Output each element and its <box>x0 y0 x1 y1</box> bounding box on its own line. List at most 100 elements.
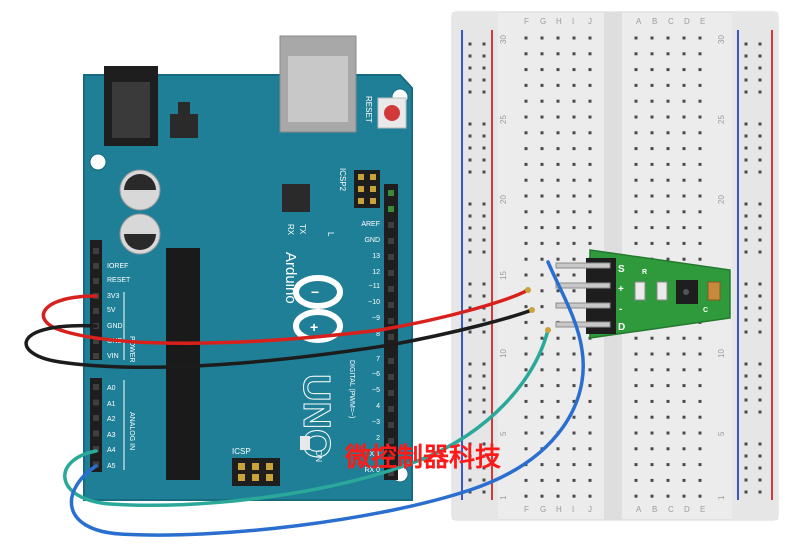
rail-hole <box>482 442 486 446</box>
col-letter-top-i: I <box>572 17 574 26</box>
rail-hole <box>468 330 472 334</box>
rail-hole <box>468 202 472 206</box>
rail-hole <box>482 330 486 334</box>
breadboard-hole <box>556 289 560 293</box>
breadboard-hole <box>698 494 702 498</box>
watermark-text: 微控制器科技 <box>344 442 501 473</box>
breadboard-hole <box>698 210 702 214</box>
rail-hole <box>482 238 486 242</box>
breadboard-hole <box>572 99 576 103</box>
rail-hole <box>758 42 762 46</box>
breadboard-hole <box>524 241 528 245</box>
module-resistor <box>656 281 668 301</box>
breadboard-hole <box>634 194 638 198</box>
breadboard-hole <box>524 320 528 324</box>
breadboard-hole <box>556 257 560 261</box>
header-pin-hole <box>388 286 394 292</box>
breadboard-hole <box>524 399 528 403</box>
breadboard-hole <box>540 352 544 356</box>
breadboard-hole <box>650 447 654 451</box>
reset-label: RESET <box>364 96 373 123</box>
pin-label-a4: A4 <box>107 447 116 454</box>
rail-hole <box>758 66 762 70</box>
header-pin-hole <box>388 302 394 308</box>
breadboard-hole <box>572 352 576 356</box>
breadboard-hole <box>524 384 528 388</box>
row-num-25-left: 25 <box>499 115 508 124</box>
breadboard-hole <box>650 431 654 435</box>
breadboard-hole <box>634 52 638 56</box>
breadboard-hole <box>524 305 528 309</box>
header-pin-hole <box>388 358 394 364</box>
rail-hole <box>758 478 762 482</box>
rail-hole <box>482 362 486 366</box>
rail-hole <box>744 238 748 242</box>
rail-hole <box>468 454 472 458</box>
pin-label-vin: VIN <box>107 353 119 360</box>
module-pin-label-d: D <box>618 322 625 333</box>
breadboard-hole <box>572 336 576 340</box>
rail-hole <box>744 374 748 378</box>
breadboard-hole <box>682 494 686 498</box>
breadboard-hole <box>634 463 638 467</box>
row-num-5-left: 5 <box>499 431 508 436</box>
rail-hole <box>744 146 748 150</box>
rail-hole <box>482 250 486 254</box>
breadboard-hole <box>634 431 638 435</box>
header-pin-hole <box>93 353 99 359</box>
breadboard-hole <box>650 336 654 340</box>
header-pin-hole <box>93 446 99 452</box>
module-capacitor <box>707 281 721 301</box>
row-num-15-left: 15 <box>499 271 508 280</box>
col-letter-top-c: C <box>668 17 674 26</box>
pin-label-d2: 2 <box>376 435 380 442</box>
breadboard-hole <box>540 52 544 56</box>
breadboard-hole <box>572 478 576 482</box>
rail-hole <box>744 122 748 126</box>
pin-label-ioref: IOREF <box>107 263 128 270</box>
header-pin-hole <box>93 384 99 390</box>
rail-hole <box>758 330 762 334</box>
rail-hole <box>468 374 472 378</box>
breadboard-hole <box>682 131 686 135</box>
breadboard-hole <box>524 52 528 56</box>
breadboard-hole <box>588 494 592 498</box>
breadboard-hole <box>572 68 576 72</box>
breadboard-hole <box>556 99 560 103</box>
breadboard-hole <box>524 431 528 435</box>
breadboard-hole <box>650 399 654 403</box>
breadboard-hole <box>650 478 654 482</box>
breadboard-hole <box>698 226 702 230</box>
capacitor-marking <box>124 174 156 190</box>
header-pin-hole <box>93 248 99 254</box>
rail-hole <box>482 466 486 470</box>
reset-button-cap[interactable] <box>384 105 400 121</box>
rail-hole <box>468 78 472 82</box>
rail-hole <box>482 54 486 58</box>
breadboard-hole <box>682 210 686 214</box>
breadboard-hole <box>540 241 544 245</box>
rail-hole <box>482 146 486 150</box>
rail-hole <box>468 66 472 70</box>
breadboard-hole <box>556 415 560 419</box>
rail-hole <box>468 214 472 218</box>
breadboard-hole <box>524 178 528 182</box>
breadboard-hole <box>572 273 576 277</box>
pin-label-d4: 4 <box>376 403 380 410</box>
header-pin-hole <box>93 399 99 406</box>
usb-connector-inner <box>288 56 348 122</box>
rail-hole <box>758 146 762 150</box>
header-pin-hole <box>93 308 99 314</box>
breadboard-hole <box>698 478 702 482</box>
breadboard-hole <box>540 147 544 151</box>
rail-hole <box>758 90 762 94</box>
breadboard-hole <box>556 463 560 467</box>
breadboard-hole <box>524 131 528 135</box>
pin-label-5v: 5V <box>107 307 116 314</box>
breadboard-hole <box>698 68 702 72</box>
header-pin-hole <box>388 254 394 260</box>
rail-hole <box>744 386 748 390</box>
l-label: L <box>326 232 335 237</box>
breadboard-hole <box>572 241 576 245</box>
